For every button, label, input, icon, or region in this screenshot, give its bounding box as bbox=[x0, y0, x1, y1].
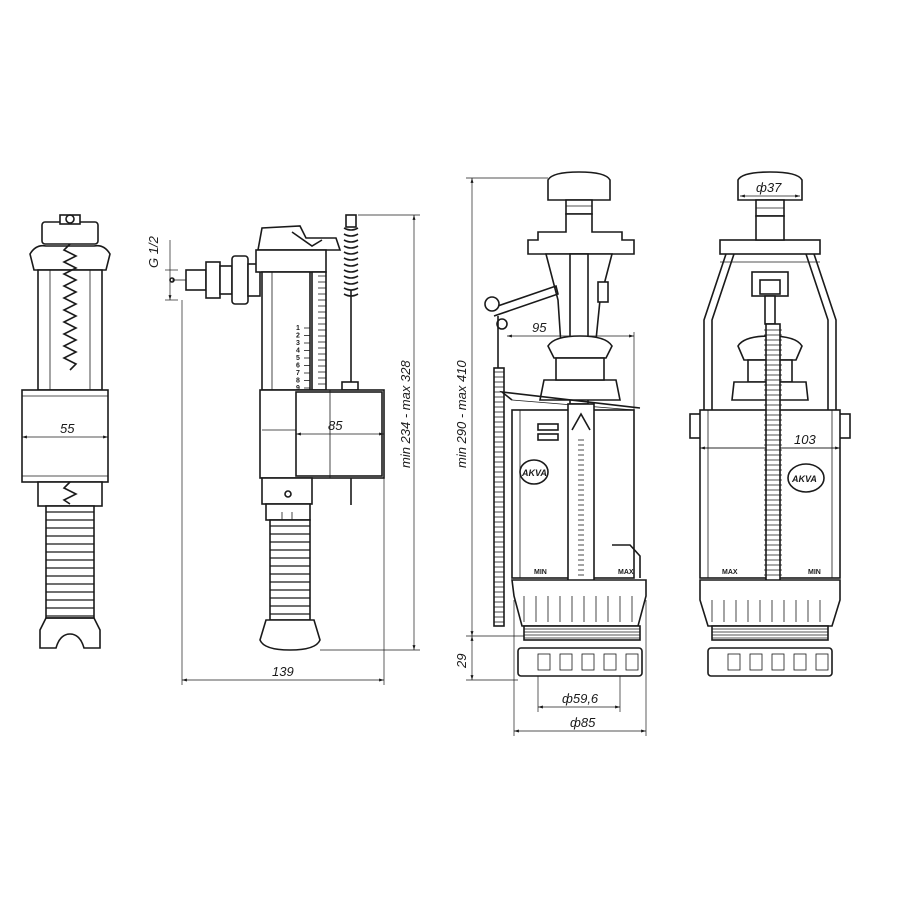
dim-button-diam: ф37 bbox=[756, 180, 782, 195]
scale-mark: 6 bbox=[296, 363, 300, 370]
scale-mark: 5 bbox=[296, 355, 300, 362]
scale-mark: 4 bbox=[296, 348, 300, 355]
scale-mark: 7 bbox=[296, 370, 300, 377]
dim-outlet-diam-outer: ф85 bbox=[570, 715, 596, 730]
scale-mark: 8 bbox=[296, 378, 300, 385]
label-min-side: MIN bbox=[534, 569, 547, 576]
scale-mark: 9 bbox=[296, 385, 300, 392]
logo-outlet-front: AKVA bbox=[791, 474, 817, 484]
dim-float-width: 85 bbox=[328, 418, 343, 433]
scale-mark: 3 bbox=[296, 340, 300, 347]
dim-inlet-height: min 234 - max 328 bbox=[398, 360, 413, 468]
inlet-valve-front-view: 55 bbox=[21, 214, 111, 649]
dim-inlet-width: 55 bbox=[60, 421, 75, 436]
label-max-side: MAX bbox=[618, 569, 634, 576]
dim-inlet-depth: 139 bbox=[272, 664, 294, 679]
label-min-front: MIN bbox=[808, 569, 821, 576]
scale-mark: 2 bbox=[296, 333, 300, 340]
outlet-height-scale bbox=[578, 439, 584, 586]
label-max-front: MAX bbox=[722, 569, 738, 576]
outlet-valve-side-view: AKVA MIN MAX min 290 - max 410 29 95 bbox=[454, 171, 647, 736]
dim-thread: G 1/2 bbox=[146, 235, 161, 268]
dim-outlet-width: 103 bbox=[794, 432, 816, 447]
scale-mark: 1 bbox=[296, 325, 300, 332]
dim-outlet-thread-height: 29 bbox=[454, 654, 469, 669]
dim-outlet-height: min 290 - max 410 bbox=[454, 360, 469, 468]
dim-outlet-diam-inner: ф59,6 bbox=[562, 691, 599, 706]
outlet-valve-front-view: ф37 103 AKVA MAX MI bbox=[689, 171, 851, 677]
dim-outlet-lever: 95 bbox=[532, 320, 547, 335]
logo-outlet-side: AKVA bbox=[521, 468, 547, 478]
